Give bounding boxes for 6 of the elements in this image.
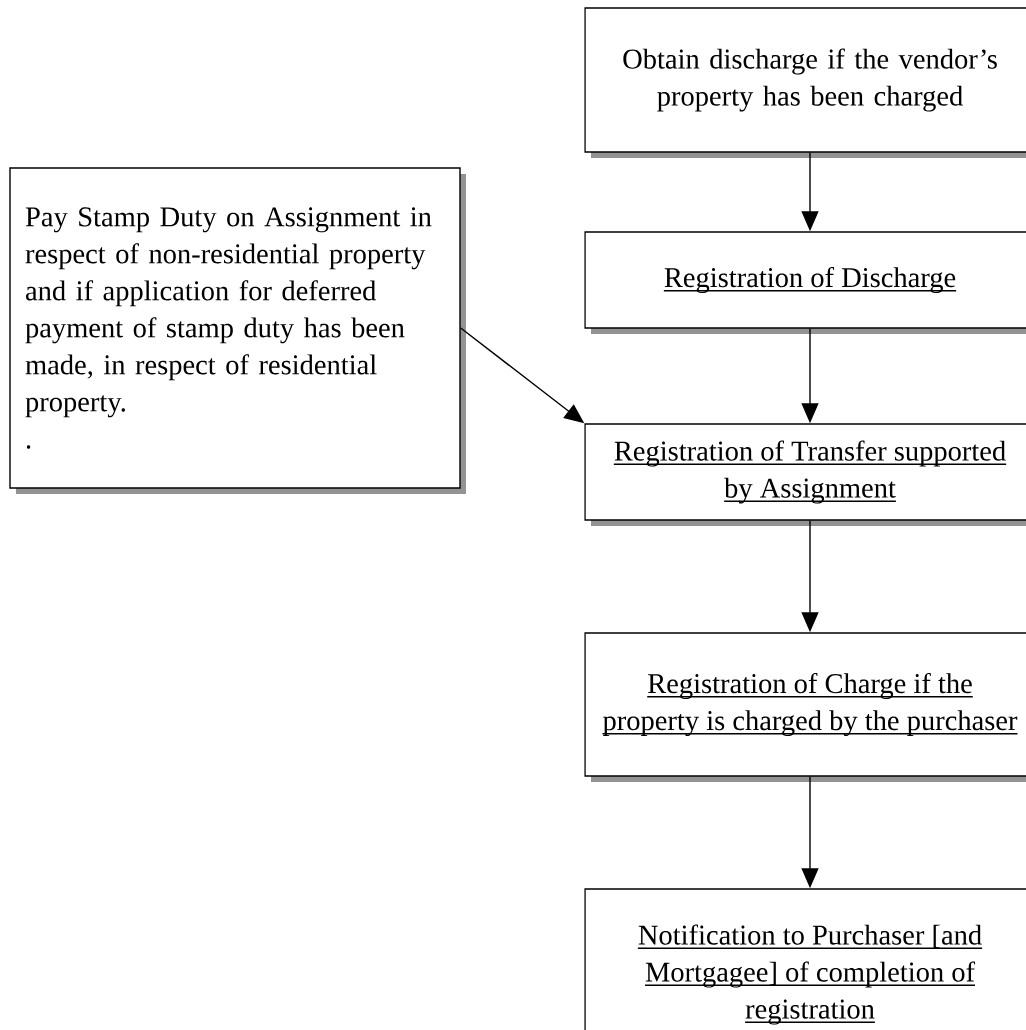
process-box: Notification to Purchaser [and Mortgagee] of completion of registration	[584, 888, 1026, 1030]
note-box: Pay Stamp Duty on Assignment in respect of non-residential property and if application for deferred payment of stamp duty has been made, in respect of residential property. .	[9, 167, 466, 494]
process-box: Registration of Discharge	[584, 231, 1026, 334]
process-box: Registration of Charge if the property is charged by the purchaser	[584, 632, 1026, 782]
process-box: Obtain discharge if the vendor’s property has been charged	[584, 7, 1026, 158]
process-box: Registration of Transfer supported by Assignment	[584, 423, 1026, 526]
